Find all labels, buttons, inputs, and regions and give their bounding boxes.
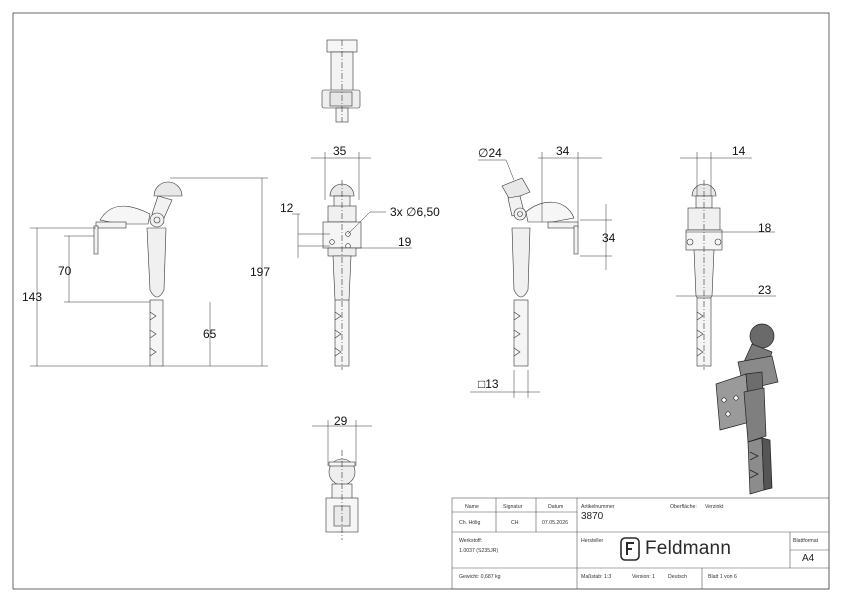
isometric-view	[715, 323, 779, 495]
dim-34-reach: 34	[556, 144, 570, 158]
brand-logo: Feldmann	[620, 537, 731, 561]
bottom-view	[325, 450, 359, 540]
dim-18: 18	[758, 221, 772, 235]
dimension-labels: 143 70 197 65 35 12 3x ∅6,50 19 ∅24 34 3…	[22, 144, 772, 428]
top-view	[321, 39, 361, 123]
line-art	[93, 39, 779, 540]
side-view	[501, 177, 579, 367]
dim-19: 19	[398, 235, 412, 249]
dim-23: 23	[758, 283, 772, 297]
dimension-lines	[30, 152, 776, 466]
dim-29: 29	[334, 414, 348, 428]
dim-197: 197	[250, 265, 270, 279]
dim-square-13: □13	[478, 377, 499, 391]
left-view	[93, 181, 183, 367]
dim-3x-holes: 3x ∅6,50	[390, 205, 440, 219]
right-view	[685, 180, 723, 370]
dim-34-height: 34	[602, 231, 616, 245]
dim-12: 12	[280, 201, 294, 215]
feldmann-logo-icon	[620, 537, 640, 561]
title-block-grid	[451, 497, 830, 590]
dim-65: 65	[203, 327, 217, 341]
dim-dia-24: ∅24	[478, 146, 502, 160]
front-view	[322, 180, 362, 370]
dim-70: 70	[58, 264, 72, 278]
dim-14: 14	[732, 144, 746, 158]
brand-name: Feldmann	[645, 538, 732, 559]
drawing-frame	[12, 12, 830, 590]
dim-143: 143	[22, 290, 42, 304]
dim-35: 35	[333, 144, 347, 158]
